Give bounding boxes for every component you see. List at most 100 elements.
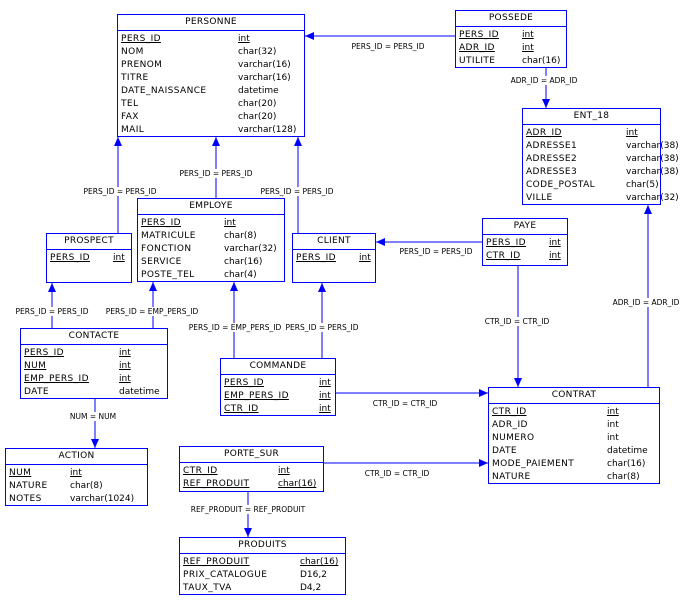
attribute-name: ADRESSE3 bbox=[526, 167, 578, 177]
arrowhead-icon bbox=[212, 137, 220, 146]
attribute-type: varchar(32) bbox=[626, 193, 679, 203]
entity-title: PERSONNE bbox=[118, 15, 304, 31]
link-contacte-employe: PERS_ID = EMP_PERS_ID bbox=[104, 282, 200, 328]
arrowhead-icon bbox=[479, 389, 488, 397]
attribute-name: CTR_ID bbox=[224, 404, 259, 414]
attribute-type: varchar(128) bbox=[238, 125, 297, 135]
arrowhead-icon bbox=[318, 283, 326, 292]
link-label-background bbox=[350, 42, 426, 51]
attribute-name: PERS_ID bbox=[24, 348, 64, 358]
arrowhead-icon bbox=[514, 378, 522, 387]
attribute-type: char(16) bbox=[300, 557, 339, 567]
link-label-background bbox=[483, 317, 551, 326]
attribute-name: NOM bbox=[121, 47, 144, 57]
attribute-name: NUM bbox=[9, 468, 32, 478]
attribute-type: char(5) bbox=[626, 180, 659, 190]
attribute-name: NATURE bbox=[492, 472, 531, 482]
attribute-name: NUMERO bbox=[492, 433, 535, 443]
attribute-name: CODE_POSTAL bbox=[526, 180, 596, 190]
attribute-name: PERS_ID bbox=[486, 238, 526, 248]
link-label: PERS_ID = PERS_ID bbox=[261, 187, 334, 196]
link-label-background bbox=[104, 307, 200, 316]
attribute-name: MATRICULE bbox=[141, 231, 196, 241]
link-label-background bbox=[363, 469, 431, 478]
link-porte_sur-produits: REF_PRODUIT = REF_PRODUIT bbox=[189, 492, 307, 537]
link-paye-contrat: CTR_ID = CTR_ID bbox=[483, 266, 551, 387]
attribute-type: varchar(38) bbox=[626, 154, 679, 164]
attribute-name: VILLE bbox=[526, 193, 553, 203]
entity-title: CLIENT bbox=[293, 234, 375, 250]
attribute-name: EMP_PERS_ID bbox=[224, 391, 289, 401]
entity-title: ACTION bbox=[6, 449, 147, 465]
attribute-type: datetime bbox=[238, 86, 279, 96]
entity-title: PROSPECT bbox=[47, 234, 131, 250]
attribute-name: CTR_ID bbox=[492, 407, 527, 417]
attribute-name: PERS_ID bbox=[224, 378, 264, 388]
attribute-type: int bbox=[626, 128, 638, 138]
attribute-type: int bbox=[522, 30, 534, 40]
attribute-type: D4,2 bbox=[300, 583, 322, 593]
attribute-type: int bbox=[319, 391, 331, 401]
entity-title: POSSEDE bbox=[456, 11, 566, 27]
attribute-type: D16,2 bbox=[300, 570, 327, 580]
attribute-type: char(16) bbox=[224, 257, 263, 267]
attribute-row: EMP_PERS_ID int bbox=[221, 390, 335, 403]
link-label-background bbox=[82, 187, 158, 196]
link-label: PERS_ID = PERS_ID bbox=[286, 323, 359, 332]
attribute-name: CTR_ID bbox=[183, 466, 218, 476]
link-porte_sur-contrat: CTR_ID = CTR_ID bbox=[324, 459, 488, 478]
attribute-name: POSTE_TEL bbox=[141, 270, 195, 280]
link-label-background bbox=[187, 323, 283, 332]
attribute-name: PERS_ID bbox=[121, 34, 161, 44]
link-label-background bbox=[259, 187, 335, 196]
link-label-background bbox=[178, 169, 254, 178]
link-label-background bbox=[284, 323, 360, 332]
attribute-type: int bbox=[549, 251, 561, 261]
entity-title: PRODUITS bbox=[180, 538, 345, 554]
link-label-background bbox=[509, 76, 579, 85]
entity-title: PORTE_SUR bbox=[180, 447, 323, 463]
link-client-personne: PERS_ID = PERS_ID bbox=[259, 137, 335, 233]
attribute-name: NATURE bbox=[9, 481, 48, 491]
attribute-name: NUM bbox=[24, 361, 47, 371]
link-label-background bbox=[611, 298, 681, 307]
link-label-background bbox=[189, 505, 307, 514]
attribute-name: REF_PRODUIT bbox=[183, 479, 250, 489]
